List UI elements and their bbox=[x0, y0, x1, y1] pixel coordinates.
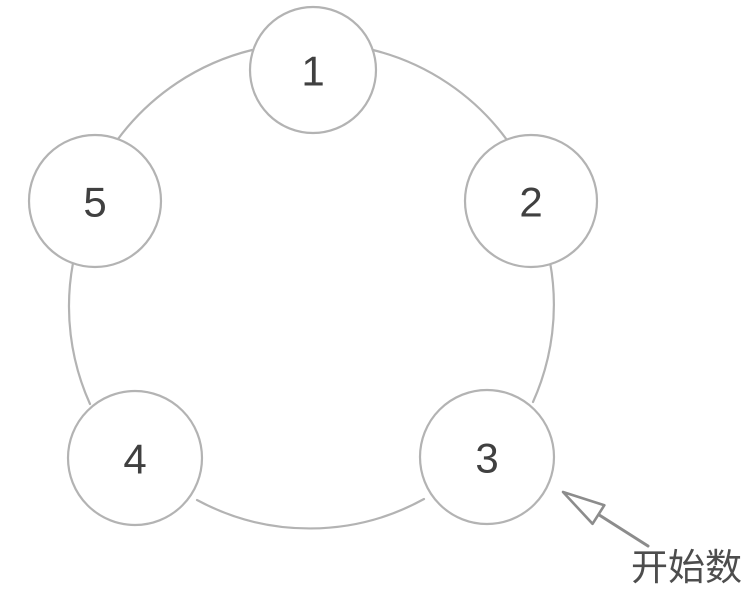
connector-arcs bbox=[67, 48, 555, 530]
node-1-circle[interactable] bbox=[248, 5, 378, 135]
node-2-label: 2 bbox=[519, 179, 542, 226]
node-2-circle[interactable] bbox=[463, 133, 599, 269]
connector-arc-1-2 bbox=[371, 48, 509, 142]
node-1[interactable]: 1 bbox=[248, 5, 378, 135]
node-4[interactable]: 4 bbox=[66, 389, 204, 527]
connector-arc-2-3 bbox=[531, 260, 555, 404]
annotation-arrow-head-icon bbox=[561, 490, 606, 526]
node-5[interactable]: 5 bbox=[27, 133, 163, 269]
annotation-label: 开始数 bbox=[631, 546, 742, 589]
connector-arc-4-5 bbox=[67, 261, 92, 406]
start-annotation: 开始数 bbox=[561, 490, 742, 589]
node-2[interactable]: 2 bbox=[463, 133, 599, 269]
annotation-arrow-line bbox=[596, 513, 650, 548]
node-4-label: 4 bbox=[123, 436, 146, 483]
node-3-label: 3 bbox=[475, 435, 498, 482]
connector-arc-3-4 bbox=[195, 497, 426, 530]
node-4-circle[interactable] bbox=[66, 389, 204, 527]
node-1-label: 1 bbox=[301, 48, 324, 95]
node-5-circle[interactable] bbox=[27, 133, 163, 269]
node-5-label: 5 bbox=[83, 179, 106, 226]
node-3-circle[interactable] bbox=[418, 388, 556, 526]
connector-arc-5-1 bbox=[116, 48, 254, 141]
node-3[interactable]: 3 bbox=[418, 388, 556, 526]
